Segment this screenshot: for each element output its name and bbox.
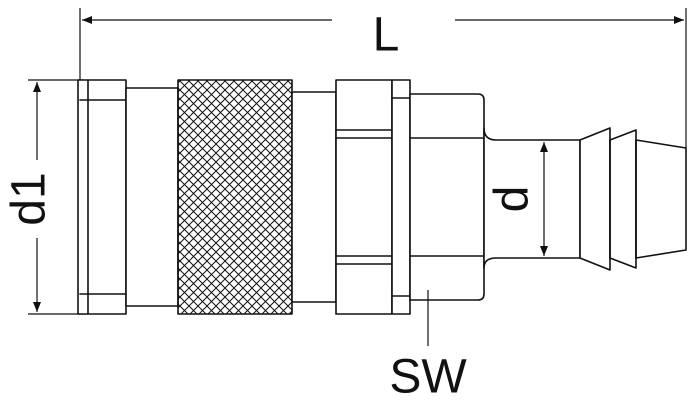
length-label: L xyxy=(373,9,400,62)
hex-nut xyxy=(409,93,485,301)
hose-barb-tip xyxy=(635,139,687,259)
locking-ring xyxy=(335,79,393,315)
d-label: d xyxy=(486,186,539,213)
collar-neck xyxy=(125,87,179,307)
hose-barb-1 xyxy=(579,127,611,271)
knurled-sleeve xyxy=(178,80,292,314)
dimension-outer-diameter: d1 xyxy=(3,79,84,315)
dimension-hose-diameter: d xyxy=(486,142,548,256)
front-collar xyxy=(77,79,127,315)
d1-label: d1 xyxy=(3,172,56,225)
washer xyxy=(391,79,411,315)
dimension-length: L xyxy=(79,8,687,148)
hose-barb-2 xyxy=(609,129,637,269)
rear-neck xyxy=(291,91,337,303)
dimension-wrench-size: SW xyxy=(389,290,467,402)
sw-label: SW xyxy=(389,351,467,402)
coupling-body xyxy=(77,79,687,315)
